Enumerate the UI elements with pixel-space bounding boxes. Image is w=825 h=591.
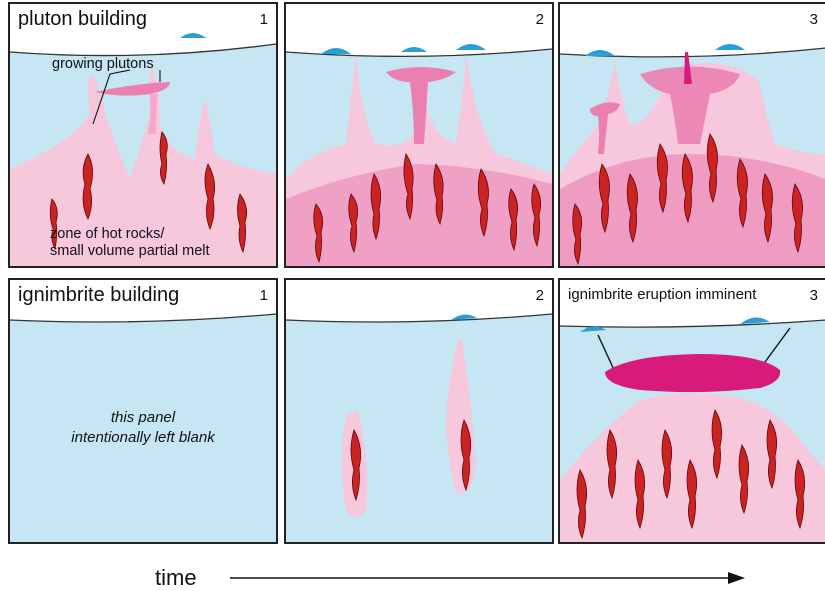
panel-ignimbrite-1: ignimbrite building 1 this panel intenti… (8, 278, 278, 544)
panel-pluton-2: 2 (284, 2, 554, 268)
panel-ignimbrite-2: 2 (284, 278, 554, 544)
panel-title: ignimbrite eruption imminent (568, 286, 756, 303)
panel-title: ignimbrite building (18, 284, 179, 307)
panel-number: 3 (810, 11, 818, 28)
panel-number: 2 (536, 11, 544, 28)
blank-panel-note: this panel intentionally left blank (10, 408, 276, 448)
label-hot-zone-line1: zone of hot rocks/ (50, 226, 210, 243)
sky (560, 4, 825, 57)
blank-note-line1: this panel (10, 408, 276, 428)
panel-number: 1 (260, 287, 268, 304)
panel-number: 3 (810, 287, 818, 304)
melt-pocket (446, 340, 476, 495)
time-label: time (155, 565, 197, 591)
label-hot-zone-line2: small volume partial melt (50, 243, 210, 260)
label-growing-plutons: growing plutons (52, 56, 154, 72)
magma-chamber (605, 354, 780, 392)
ring-fault (598, 335, 615, 372)
panel-number: 2 (536, 287, 544, 304)
panel-pluton-1: pluton building 1 growing plutons zone o… (8, 2, 278, 268)
panel-ignimbrite-3: ignimbrite eruption imminent 3 (558, 278, 825, 544)
blank-note-line2: intentionally left blank (10, 428, 276, 448)
panel-title: pluton building (18, 8, 147, 31)
panel-pluton-3-scene (560, 4, 825, 266)
panel-ignimbrite-3-scene (560, 280, 825, 542)
time-arrowhead (728, 572, 745, 584)
panel-pluton-2-scene (286, 4, 552, 266)
sky (286, 280, 552, 322)
panel-number: 1 (260, 11, 268, 28)
label-hot-zone: zone of hot rocks/ small volume partial … (50, 226, 210, 260)
partial-melt-zone (560, 154, 825, 266)
pluton (386, 67, 456, 144)
panel-pluton-3: 3 (558, 2, 825, 268)
panel-ignimbrite-2-scene (286, 280, 552, 542)
ring-fault (765, 328, 790, 362)
